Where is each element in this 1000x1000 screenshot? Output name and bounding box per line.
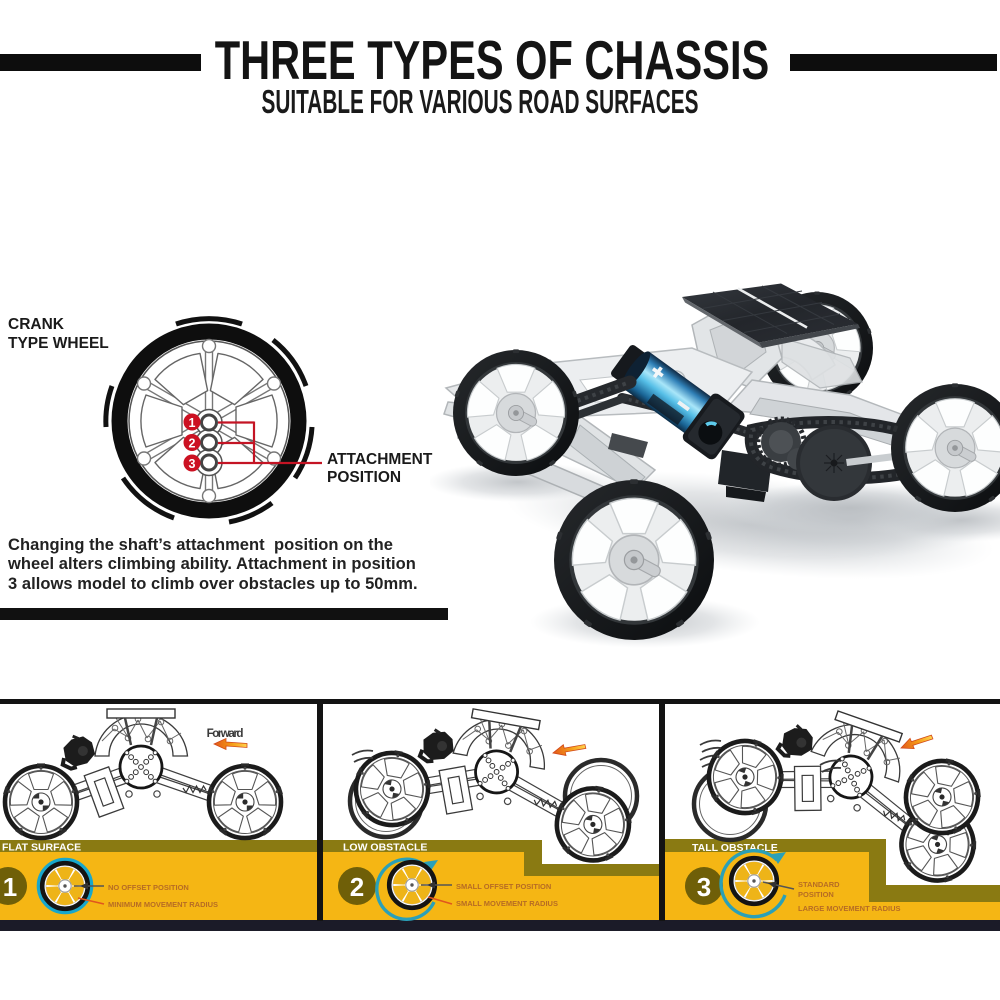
svg-text:POSITION: POSITION	[798, 890, 834, 899]
svg-text:SMALL OFFSET POSITION: SMALL OFFSET POSITION	[456, 882, 551, 891]
svg-text:1: 1	[3, 872, 17, 902]
svg-text:NO OFFSET POSITION: NO OFFSET POSITION	[108, 883, 189, 892]
svg-text:LARGE MOVEMENT RADIUS: LARGE MOVEMENT RADIUS	[798, 904, 901, 913]
svg-text:2: 2	[189, 437, 196, 451]
svg-text:MINIMUM MOVEMENT RADIUS: MINIMUM MOVEMENT RADIUS	[108, 900, 218, 909]
svg-text:LOW OBSTACLE: LOW OBSTACLE	[343, 842, 427, 854]
svg-text:SMALL MOVEMENT RADIUS: SMALL MOVEMENT RADIUS	[456, 899, 558, 908]
svg-text:Forward: Forward	[207, 726, 244, 740]
svg-text:3: 3	[697, 872, 711, 902]
svg-text:3: 3	[189, 457, 196, 471]
svg-text:1: 1	[189, 416, 196, 430]
svg-text:2: 2	[350, 872, 364, 902]
svg-text:STANDARD: STANDARD	[798, 880, 840, 889]
svg-text:FLAT SURFACE: FLAT SURFACE	[2, 842, 81, 854]
